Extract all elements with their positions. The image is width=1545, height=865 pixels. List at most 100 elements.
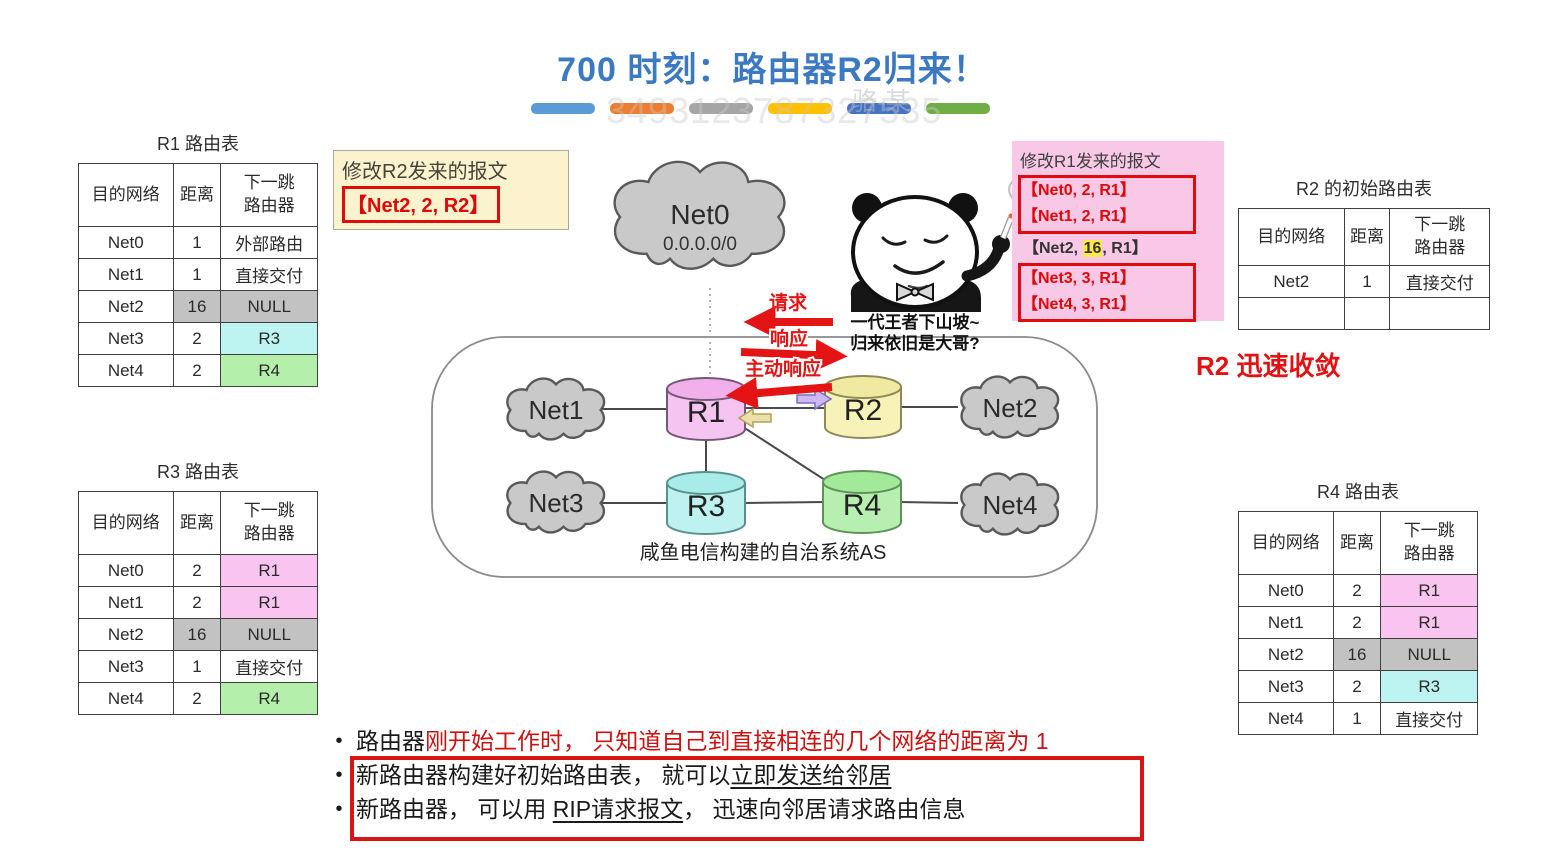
column-header: 下一跳 路由器 [220,491,318,555]
table-cell: R1 [1380,574,1478,607]
bullet-dot: • [335,798,343,820]
decor-bar [768,103,832,114]
column-header: 下一跳 路由器 [1380,511,1478,575]
watermark-number: 3493123787327535 [606,90,943,131]
table-cell: Net1 [78,258,174,291]
svg-text:0.0.0.0/0: 0.0.0.0/0 [663,234,737,255]
text-segment: 刚开始工作时， 只知道自己到直接相连的几个网络的距离为 1 [425,728,1049,754]
table-cell: R1 [220,586,318,619]
as-boundary [431,336,1098,578]
text-segment: RIP请求报文 [552,796,684,822]
column-header: 下一跳 路由器 [220,163,318,227]
table-cell: Net3 [78,650,174,683]
router-r3: R3 [666,471,746,535]
page-title: 700 时刻：路由器R2归来！ [557,51,988,89]
update-arrow-left-icon [737,407,772,429]
svg-text:R2: R2 [844,394,882,427]
note-title: 修改R1发来的报文 [1020,152,1161,171]
table-cell: Net1 [1238,606,1334,639]
rip-message: 【Net0, 2, R1】 [1022,182,1136,199]
column-header: 下一跳 路由器 [1389,208,1490,266]
table-cell: 2 [172,322,222,355]
active-response-arrow-icon [725,377,833,410]
table-cell: 1 [1332,702,1382,735]
table-cell: R1 [220,554,318,587]
update-arrow-right-icon [796,387,833,411]
message-group-updated: 【Net3, 3, R1】【Net4, 3, R1】 [1018,263,1196,322]
table-cell: Net4 [78,682,174,715]
table-cell: 2 [172,554,222,587]
table-title: R3 路由表 [156,462,239,482]
cloud-net3: Net3 [506,470,606,534]
table-row [1238,297,1490,330]
as-label: 咸鱼电信构建的自治系统AS [640,541,887,564]
rip-message: 【Net1, 2, R1】 [1022,208,1136,225]
svg-text:Net3: Net3 [529,488,584,518]
bullet-dot: • [335,730,343,752]
column-header: 目的网络 [1238,511,1334,575]
text-segment: 新路由器， 可以用 [356,796,553,822]
r1-message-note: 修改R1发来的报文 【Net0, 2, R1】【Net1, 2, R1】【Net… [1012,141,1224,322]
table-cell: R4 [220,682,318,715]
table-cell: 1 [172,226,222,259]
rip-message: 【Net3, 3, R1】 [1022,270,1136,287]
table-cell: Net2 [78,290,174,323]
table-cell: Net3 [78,322,174,355]
table-cell: 2 [172,354,222,387]
table-cell: 直接交付 [1380,702,1478,735]
table-cell: R3 [220,322,318,355]
table-cell [1389,297,1490,330]
table-cell [1343,297,1391,330]
table-cell: Net3 [1238,670,1334,703]
column-header: 距离 [172,491,222,555]
rip-message-poisoned: 【Net2, 16, R1】 [1023,240,1148,257]
text-segment: 立即发送给邻居 [730,762,892,788]
meme-caption-line1: 一代王者下山坡~ [850,313,980,332]
bullet-list: •路由器刚开始工作时， 只知道自己到直接相连的几个网络的距离为 1•新路由器构建… [322,724,1182,826]
svg-text:Net1: Net1 [529,395,584,425]
table-title: R1 路由表 [156,134,239,154]
table-cell: 2 [1332,670,1382,703]
table-cell: 16 [172,290,222,323]
bullet-item: •路由器刚开始工作时， 只知道自己到直接相连的几个网络的距离为 1 [322,724,1182,758]
table-cell: 2 [172,682,222,715]
column-header: 距离 [1332,511,1382,575]
column-header: 目的网络 [1238,208,1345,266]
rip-message-list: 【Net0, 2, R1】【Net1, 2, R1】【Net2, 16, R1】… [1018,175,1216,322]
svg-text:R3: R3 [687,490,725,523]
text-segment: ， 迅速向邻居请求路由信息 [683,796,966,822]
svg-text:Net4: Net4 [983,490,1038,520]
table-cell: Net2 [1238,265,1345,298]
table-cell: 外部路由 [220,226,318,259]
text-segment: 新路由器构建好初始路由表， 就可以 [356,762,731,788]
router-r4: R4 [822,470,902,534]
router-r2: R2 [824,375,902,439]
svg-text:R4: R4 [843,489,881,522]
table-cell: 直接交付 [220,650,318,683]
panda-meme [850,179,1016,312]
svg-text:Net0: Net0 [670,199,729,230]
cloud-net4: Net4 [960,472,1060,536]
bullet-text: 新路由器， 可以用 RIP请求报文， 迅速向邻居请求路由信息 [356,792,966,826]
table-cell: 2 [1332,574,1382,607]
column-header: 目的网络 [78,491,174,555]
table-cell: 2 [172,586,222,619]
